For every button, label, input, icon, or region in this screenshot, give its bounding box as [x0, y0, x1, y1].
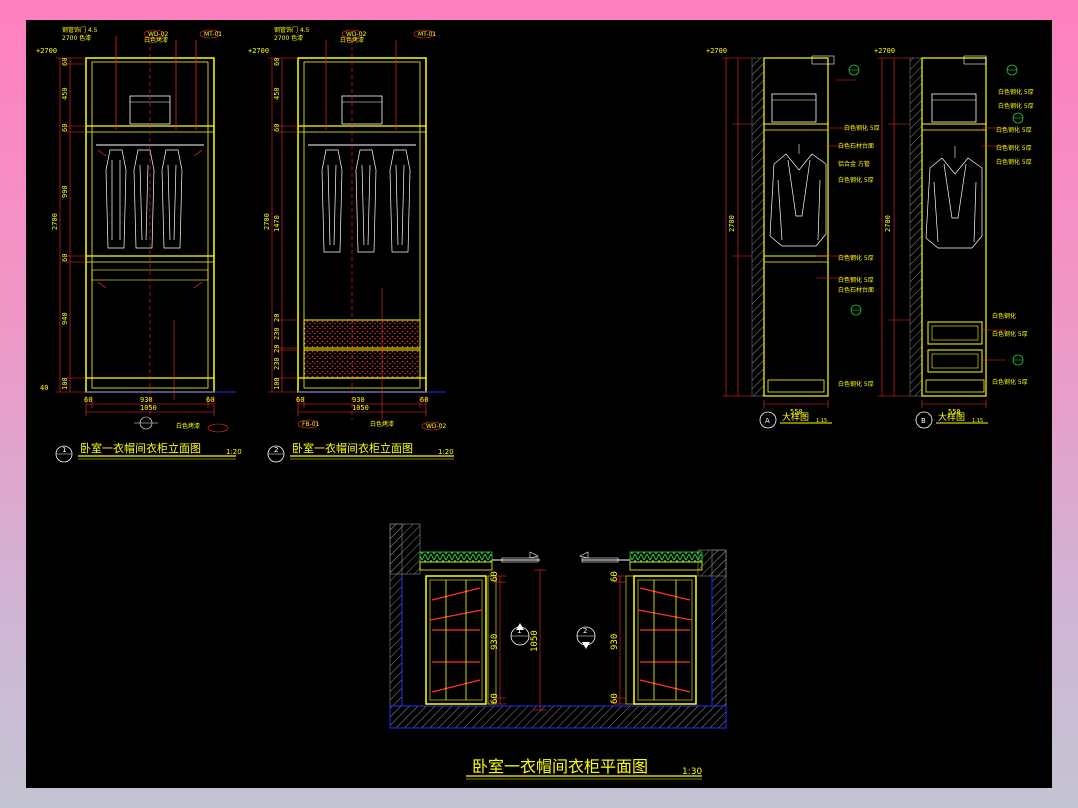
detailB-label: B: [921, 417, 926, 425]
cad-canvas: +2700 2700 60 450 60 990 60 940 40 100 6…: [26, 20, 1052, 788]
plan-scale: 1:30: [682, 767, 702, 777]
svg-text:白色钢化 5厚: 白色钢化 5厚: [992, 378, 1028, 386]
svg-text:1050: 1050: [352, 404, 369, 412]
svg-text:白色石材台面: 白色石材台面: [838, 142, 874, 150]
elevation-2: +2700 2700 60 450 60 1470 20 230 20 230 …: [248, 26, 454, 463]
svg-text:白色钢化: 白色钢化: [992, 312, 1016, 320]
svg-text:白色烤漆: 白色烤漆: [144, 36, 168, 44]
elev1-scale: 1:20: [226, 448, 242, 456]
detailA-total-height: 2700: [728, 215, 736, 232]
svg-text:白色钢化 5厚: 白色钢化 5厚: [992, 330, 1028, 338]
svg-text:60: 60: [206, 396, 214, 404]
svg-text:930: 930: [352, 396, 365, 404]
elev2-top-level: +2700: [248, 47, 269, 55]
detailA-top-level: +2700: [706, 47, 727, 55]
svg-text:钢管饰门 4.5: 钢管饰门 4.5: [274, 26, 310, 34]
detailB-width: 550: [948, 408, 961, 416]
svg-text:930: 930: [140, 396, 153, 404]
detailB-total-height: 2700: [884, 215, 892, 232]
detailB-title: 大样图: [938, 411, 965, 423]
svg-text:230: 230: [273, 327, 281, 340]
svg-text:1050: 1050: [140, 404, 157, 412]
svg-text:60: 60: [610, 693, 620, 704]
svg-text:钢管饰门 4.5: 钢管饰门 4.5: [62, 26, 98, 34]
svg-text:铝合金 方管: 铝合金 方管: [838, 160, 870, 168]
svg-text:WD-02: WD-02: [346, 31, 367, 38]
svg-text:MT-01: MT-01: [418, 31, 436, 38]
elev1-number: 1: [62, 446, 66, 454]
svg-text:40: 40: [40, 384, 48, 392]
detailA-title: 大样图: [782, 411, 809, 423]
plan-section-1: 1: [517, 627, 521, 635]
svg-text:20: 20: [273, 345, 281, 353]
svg-text:FB-01: FB-01: [302, 421, 320, 428]
detailA-label: A: [765, 417, 770, 425]
svg-text:990: 990: [61, 185, 69, 198]
svg-text:白色钢化 5厚: 白色钢化 5厚: [838, 276, 874, 284]
svg-text:450: 450: [61, 87, 69, 100]
svg-text:60: 60: [296, 396, 304, 404]
svg-text:930: 930: [610, 634, 620, 650]
detailB-top-level: +2700: [874, 47, 895, 55]
svg-text:1470: 1470: [273, 215, 281, 232]
svg-text:1050: 1050: [530, 630, 540, 652]
detailB-scale: 1:15: [972, 418, 983, 424]
elevation-1: +2700 2700 60 450 60 990 60 940 40 100 6…: [36, 26, 242, 463]
svg-text:白色钢化 5厚: 白色钢化 5厚: [838, 254, 874, 262]
svg-text:白色钢化 5厚: 白色钢化 5厚: [838, 176, 874, 184]
svg-text:白色钢化 5厚: 白色钢化 5厚: [996, 158, 1032, 166]
svg-text:白色钢化 5厚: 白色钢化 5厚: [998, 88, 1034, 96]
elev1-total-height: 2700: [51, 213, 59, 230]
svg-text:WD-02: WD-02: [426, 423, 447, 430]
svg-text:60: 60: [273, 124, 281, 132]
svg-text:白色石材台面: 白色石材台面: [838, 286, 874, 294]
hanging-clothes: [105, 149, 183, 249]
svg-text:MT-01: MT-01: [204, 31, 222, 38]
elev2-title: 卧室一衣帽间衣柜立面图: [292, 441, 413, 455]
svg-text:白色烤漆: 白色烤漆: [370, 420, 394, 428]
svg-text:20: 20: [273, 314, 281, 322]
svg-text:940: 940: [61, 312, 69, 325]
elev1-title: 卧室一衣帽间衣柜立面图: [80, 441, 201, 455]
svg-text:60: 60: [610, 571, 620, 582]
cad-drawing: +2700 2700 60 450 60 990 60 940 40 100 6…: [36, 26, 1034, 780]
elev2-scale: 1:20: [438, 448, 454, 456]
svg-text:2700 色漆: 2700 色漆: [62, 34, 91, 42]
svg-text:白色钢化 5厚: 白色钢化 5厚: [996, 126, 1032, 134]
detailA-width: 550: [790, 408, 803, 416]
svg-text:60: 60: [61, 124, 69, 132]
elev2-total-height: 2700: [263, 213, 271, 230]
svg-text:60: 60: [490, 571, 500, 582]
detailA-scale: 1:15: [816, 418, 827, 424]
detail-a: 白色钢化 5厚 白色石材台面 铝合金 方管 白色钢化 5厚 白色钢化 5厚 白色…: [706, 47, 880, 429]
svg-text:2700 色漆: 2700 色漆: [274, 34, 303, 42]
detail-b: 白色钢化 5厚 白色钢化 5厚 白色钢化 5厚 白色钢化 5厚 白色钢化 5厚 …: [874, 47, 1034, 429]
elev2-number: 2: [274, 446, 278, 454]
svg-text:60: 60: [84, 396, 92, 404]
svg-text:60: 60: [273, 58, 281, 66]
svg-text:白色钢化 5厚: 白色钢化 5厚: [998, 102, 1034, 110]
svg-text:930: 930: [490, 634, 500, 650]
svg-text:白色钢化 5厚: 白色钢化 5厚: [838, 380, 874, 388]
svg-text:白色钢化 5厚: 白色钢化 5厚: [996, 144, 1032, 152]
svg-text:白色烤漆: 白色烤漆: [340, 36, 364, 44]
svg-text:100: 100: [273, 377, 281, 390]
svg-text:白色钢化 5厚: 白色钢化 5厚: [844, 124, 880, 132]
svg-text:60: 60: [490, 693, 500, 704]
svg-text:60: 60: [61, 254, 69, 262]
svg-text:60: 60: [420, 396, 428, 404]
svg-text:白色烤漆: 白色烤漆: [176, 422, 200, 430]
svg-text:60: 60: [61, 58, 69, 66]
plan-section-2: 2: [583, 627, 587, 635]
svg-text:450: 450: [273, 87, 281, 100]
svg-text:100: 100: [61, 377, 69, 390]
plan-view: 60 930 60 1050 60 930 60 1 2 卧室一衣帽间衣柜平面图…: [389, 523, 727, 780]
elev1-top-level: +2700: [36, 47, 57, 55]
svg-text:WD-02: WD-02: [148, 31, 169, 38]
svg-text:230: 230: [273, 357, 281, 370]
plan-title: 卧室一衣帽间衣柜平面图: [472, 757, 648, 776]
